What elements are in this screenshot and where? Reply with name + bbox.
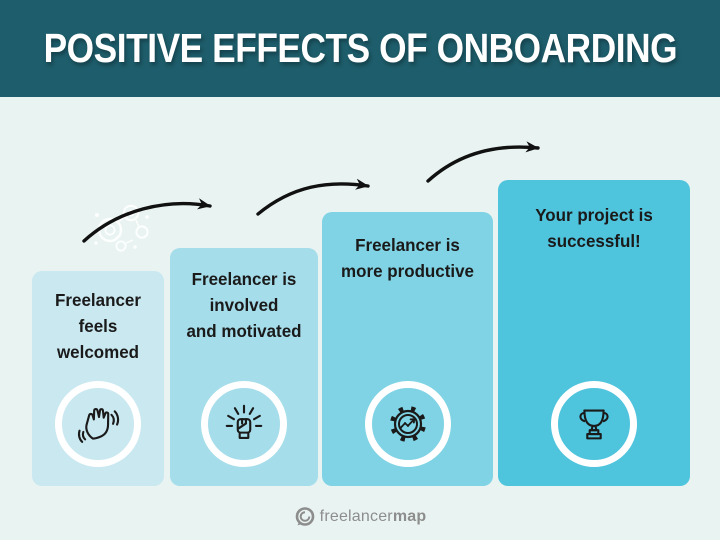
step-label-line: Freelancer is <box>355 235 460 255</box>
step-label-line: involved <box>209 295 279 315</box>
step-label-line: more productive <box>340 261 475 281</box>
page-title: POSITIVE EFFECTS OF ONBOARDING <box>43 25 677 71</box>
step-label-line: Your project is <box>535 205 653 225</box>
header: POSITIVE EFFECTS OF ONBOARDING <box>0 0 720 97</box>
step-card-3: Freelancer is more productive <box>322 212 493 486</box>
icon-ring <box>201 381 287 467</box>
step-label: Freelancer is more productive <box>325 232 491 284</box>
step-label-line: welcomed <box>56 342 140 362</box>
step-label-line: feels <box>78 316 118 336</box>
icon-ring <box>551 381 637 467</box>
brand-name-light: freelancer <box>319 508 393 525</box>
gear-chart-icon <box>389 406 426 442</box>
brand-logo: freelancermap <box>0 504 720 530</box>
icon-ring <box>55 381 141 467</box>
arrow-3 <box>426 141 540 183</box>
brand-name-bold: map <box>392 508 427 525</box>
step-card-2: Freelancer is involved and motivated <box>170 248 318 486</box>
step-label-line: Freelancer is <box>191 269 297 289</box>
step-label: Freelancer feels welcomed <box>34 287 162 365</box>
step-card-4: Your project is successful! <box>498 180 690 486</box>
arrow-1 <box>82 198 212 243</box>
step-label-line: Freelancer <box>55 290 141 310</box>
step-label-line: successful! <box>547 231 641 251</box>
gear-ornament <box>94 204 149 252</box>
arrow-2 <box>256 178 370 216</box>
step-label: Your project is successful! <box>501 202 687 254</box>
step-label-line: and motivated <box>186 321 302 341</box>
step-card-1: Freelancer feels welcomed <box>32 271 164 486</box>
waving-hand-icon <box>77 407 120 443</box>
step-label: Freelancer is involved and motivated <box>172 266 316 344</box>
brand-name: freelancermap <box>320 508 427 526</box>
raised-fist-icon <box>225 404 263 439</box>
icon-ring <box>364 381 451 467</box>
trophy-icon <box>579 409 609 440</box>
freelancermap-logo-icon <box>295 507 314 526</box>
